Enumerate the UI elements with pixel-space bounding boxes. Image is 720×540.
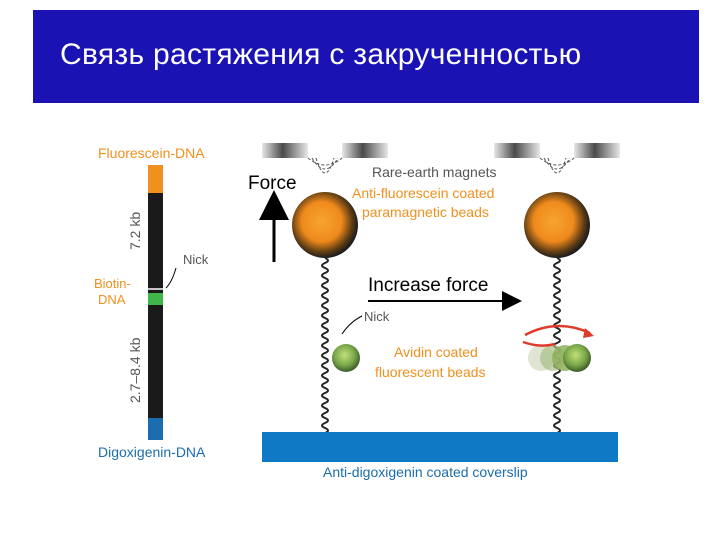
- magnet-left-inner: [342, 143, 388, 158]
- coverslip-label: Anti-digoxigenin coated coverslip: [323, 464, 528, 480]
- rotation-arrow: [522, 324, 594, 347]
- dna-segment-top: [148, 193, 163, 293]
- force-label: Force: [248, 173, 297, 194]
- beads-label-line2: paramagnetic beads: [362, 204, 489, 220]
- increase-force-label: Increase force: [368, 275, 488, 296]
- beads-label-line1: Anti-fluorescein coated: [352, 185, 494, 201]
- magnet-right-outer: [574, 143, 620, 158]
- length-top-label: 7.2 kb: [127, 212, 143, 250]
- magnets: [262, 143, 620, 174]
- fluorescein-dna-label: Fluorescein-DNA: [98, 145, 205, 161]
- nick-label-right: Nick: [364, 309, 390, 324]
- digoxigenin-dna-label: Digoxigenin-DNA: [98, 444, 206, 460]
- biotin-label-line1: Biotin-: [94, 276, 131, 291]
- fluorescent-bead-left: [332, 344, 360, 372]
- digoxigenin-segment: [148, 418, 163, 440]
- biotin-label-line2: DNA: [98, 292, 126, 307]
- paramagnetic-bead-right: [524, 192, 590, 258]
- coverslip: [262, 432, 618, 462]
- fluorescein-segment: [148, 165, 163, 193]
- dna-strand-left: [321, 257, 329, 439]
- biotin-segment: [148, 293, 163, 305]
- magnet-left-outer: [262, 143, 308, 158]
- magnet-right-inner: [494, 143, 540, 158]
- magnets-label: Rare-earth magnets: [372, 164, 497, 180]
- length-bottom-label: 2.7–8.4 kb: [127, 337, 143, 403]
- avidin-label-line2: fluorescent beads: [375, 364, 486, 380]
- nick-pointer-right: [341, 315, 363, 335]
- paramagnetic-bead-left: [292, 192, 358, 258]
- dna-construct: [148, 165, 177, 440]
- slide-title: Связь растяжения с закрученностью: [60, 38, 582, 71]
- dna-segment-bottom: [148, 305, 163, 418]
- nick-pointer: [165, 267, 177, 289]
- title-bar: [33, 10, 699, 103]
- nick-label-left: Nick: [183, 252, 209, 267]
- fluorescent-beads-rotating: [528, 344, 591, 372]
- avidin-label-line1: Avidin coated: [394, 344, 478, 360]
